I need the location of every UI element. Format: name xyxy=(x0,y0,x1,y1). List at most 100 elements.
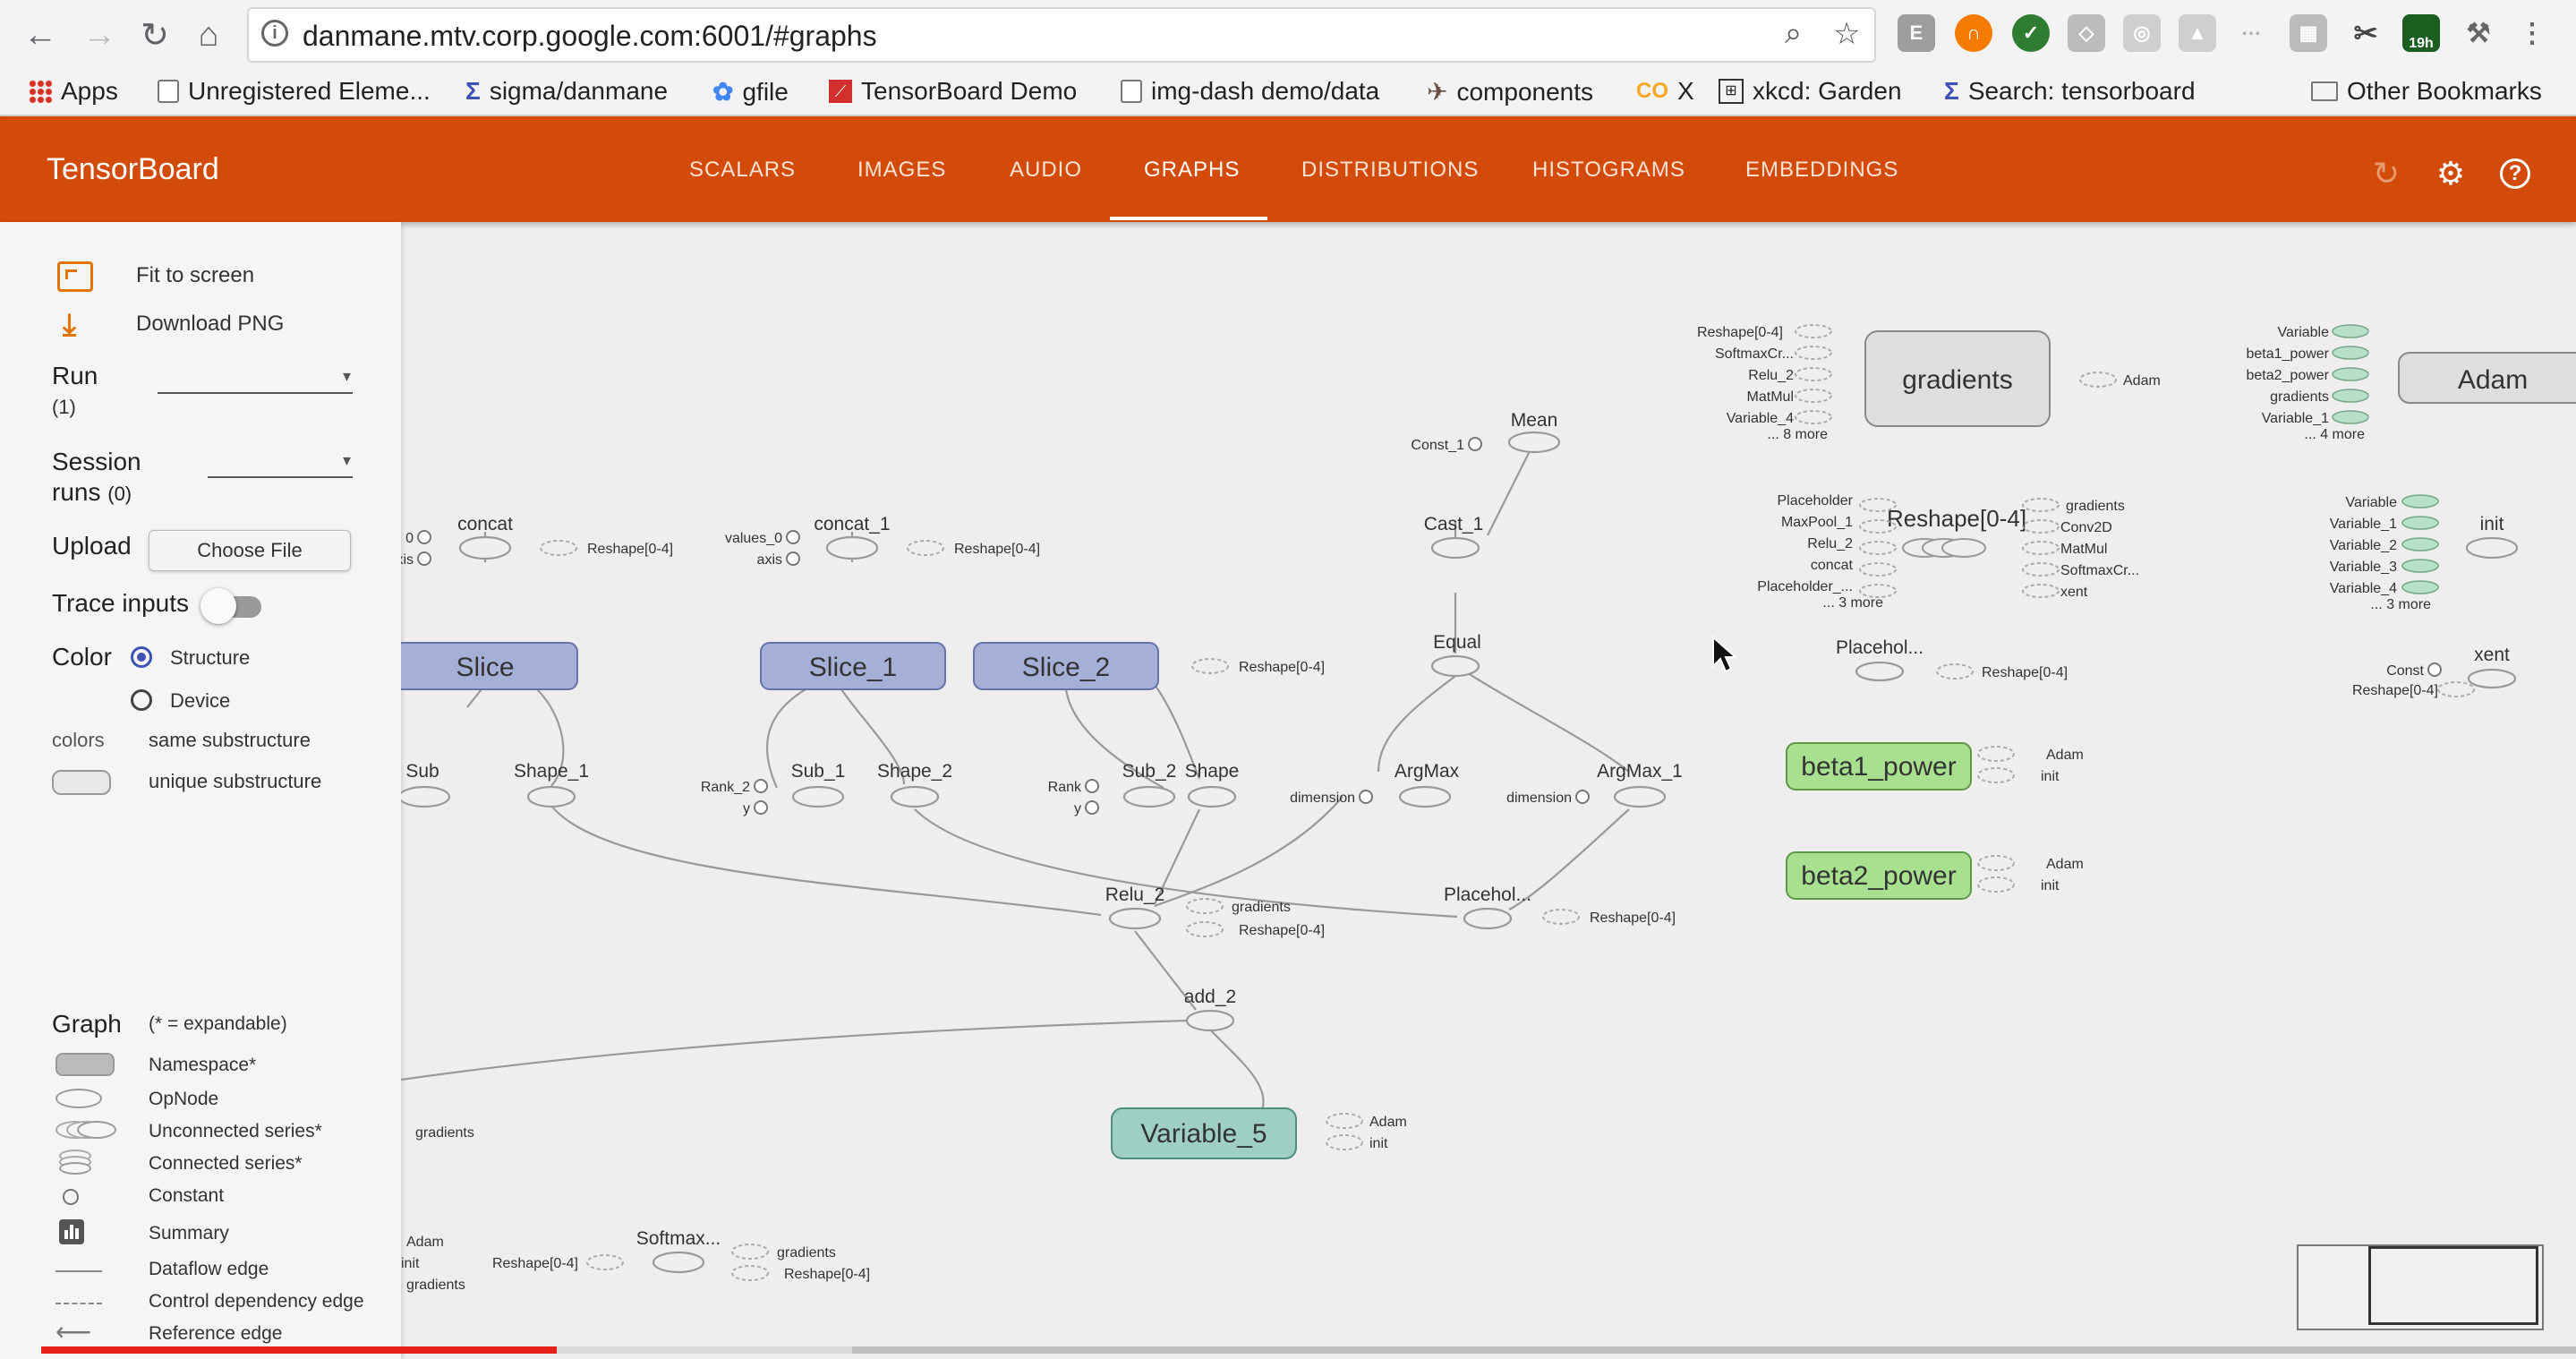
svg-text:concat_1: concat_1 xyxy=(814,514,890,534)
svg-text:Const: Const xyxy=(2386,663,2424,679)
svg-text:... 4 more: ... 4 more xyxy=(2304,427,2365,442)
expandable-note: (* = expandable) xyxy=(149,1013,287,1034)
svg-text:gradients: gradients xyxy=(406,1278,465,1293)
extension-diamond-icon[interactable]: ◇ xyxy=(2068,14,2105,52)
namespace-variable-5[interactable]: Variable_5 xyxy=(1111,1107,1297,1159)
bookmark-gfile[interactable]: ✿ gfile xyxy=(712,77,789,107)
other-bookmarks-label: Other Bookmarks xyxy=(2347,77,2542,105)
svg-text:Slice: Slice xyxy=(456,653,514,682)
structure-radio[interactable] xyxy=(131,646,152,668)
bookmark-tensorboard-demo[interactable]: ⟋ TensorBoard Demo xyxy=(829,77,1077,106)
tab-histograms[interactable]: HISTOGRAMS xyxy=(1532,158,1685,182)
tab-graphs[interactable]: GRAPHS xyxy=(1144,158,1241,182)
extension-badge: 19h xyxy=(2409,36,2434,51)
extension-orange-icon[interactable]: ∩ xyxy=(1955,14,1992,52)
choose-file-button[interactable]: Choose File xyxy=(149,530,351,571)
bookmark-x[interactable]: CO X xyxy=(1636,77,1694,106)
other-bookmarks[interactable]: Other Bookmarks xyxy=(2311,77,2542,106)
back-arrow-icon[interactable]: ← xyxy=(23,15,57,54)
tab-scalars[interactable]: SCALARS xyxy=(689,158,797,182)
fit-to-screen-icon[interactable] xyxy=(57,261,93,292)
menu-icon[interactable]: ⋮ xyxy=(2519,18,2546,48)
svg-text:Sub: Sub xyxy=(405,761,439,782)
opnode-legend-label: OpNode xyxy=(149,1089,219,1109)
forward-arrow-icon[interactable]: → xyxy=(82,15,116,54)
tab-audio[interactable]: AUDIO xyxy=(1010,158,1083,182)
svg-text:init: init xyxy=(401,1256,420,1271)
reload-icon[interactable]: ↻ xyxy=(141,16,169,55)
extension-timer-icon[interactable]: 19h xyxy=(2402,14,2440,52)
bookmark-xkcd[interactable]: ⊞ xkcd: Garden xyxy=(1719,77,1902,106)
minimap-viewport[interactable] xyxy=(2368,1246,2538,1325)
namespace-adam[interactable]: Adam xyxy=(2398,352,2576,404)
video-progress-track[interactable] xyxy=(41,1346,2576,1354)
namespace-beta2-power[interactable]: beta2_power xyxy=(1786,851,1972,900)
svg-text:Adam: Adam xyxy=(1369,1115,1407,1130)
session-runs-dropdown[interactable] xyxy=(208,449,353,478)
extension-drive-icon[interactable]: ▲ xyxy=(2179,14,2216,52)
reference-edge-legend-label: Reference edge xyxy=(149,1323,283,1344)
bookmark-label: TensorBoard Demo xyxy=(861,77,1078,105)
series-reshape[interactable]: Reshape[0-4] xyxy=(1887,505,2026,558)
tab-distributions[interactable]: DISTRIBUTIONS xyxy=(1301,158,1480,182)
svg-text:gradients: gradients xyxy=(1232,900,1291,915)
extension-wand-icon[interactable]: ⚒ xyxy=(2466,18,2491,48)
bookmark-sigma[interactable]: Σ sigma/danmane xyxy=(465,77,668,106)
run-dropdown[interactable] xyxy=(158,365,353,394)
info-icon[interactable]: i xyxy=(261,20,288,47)
svg-text:Placeholder: Placeholder xyxy=(1778,493,1854,509)
bookmark-search-tensorboard[interactable]: Σ Search: tensorboard xyxy=(1944,77,2196,106)
home-icon[interactable]: ⌂ xyxy=(198,15,219,54)
address-bar[interactable]: i danmane.mtv.corp.google.com:6001/#grap… xyxy=(247,7,1876,63)
svg-text:Variable: Variable xyxy=(2277,325,2329,340)
page-icon xyxy=(1121,80,1142,103)
svg-text:Cast_1: Cast_1 xyxy=(1424,514,1484,534)
fit-to-screen-button[interactable]: Fit to screen xyxy=(136,263,255,287)
url-text[interactable]: danmane.mtv.corp.google.com:6001/#graphs xyxy=(303,20,877,52)
bookmark-apps[interactable]: Apps xyxy=(29,77,118,106)
extension-gray-icon[interactable]: ◎ xyxy=(2123,14,2161,52)
bookmark-components[interactable]: ✈ components xyxy=(1427,77,1593,107)
upload-label: Upload xyxy=(52,532,132,560)
namespace-slice-1[interactable]: Slice_1 xyxy=(760,642,946,690)
extension-dots-icon[interactable]: ⋯ xyxy=(2241,21,2261,44)
run-count: (1) xyxy=(52,396,76,418)
adam-input-list: Variable beta1_power beta2_power gradien… xyxy=(2246,325,2365,442)
settings-gear-icon[interactable]: ⚙ xyxy=(2435,155,2466,192)
namespace-beta1-power[interactable]: beta1_power xyxy=(1786,742,1972,791)
namespace-gradients[interactable]: gradients xyxy=(1864,330,2051,427)
refresh-icon[interactable]: ↻ xyxy=(2372,155,2401,192)
svg-text:gradients: gradients xyxy=(1902,365,2012,395)
tab-embeddings[interactable]: EMBEDDINGS xyxy=(1745,158,1899,182)
namespace-slice-2[interactable]: Slice_2 xyxy=(973,642,1159,690)
device-radio[interactable] xyxy=(131,689,152,711)
svg-text:init: init xyxy=(1369,1136,1388,1151)
bookmark-star-icon[interactable]: ☆ xyxy=(1833,17,1861,51)
graph-minimap[interactable] xyxy=(2297,1244,2544,1330)
download-png-button[interactable]: Download PNG xyxy=(136,312,285,336)
extension-grid-icon[interactable]: ▦ xyxy=(2290,14,2327,52)
zoom-icon[interactable]: ⌕ xyxy=(1785,16,1803,50)
svg-text:SoftmaxCr...: SoftmaxCr... xyxy=(2060,563,2139,578)
summary-legend-icon xyxy=(59,1219,84,1244)
extension-check-icon[interactable]: ✓ xyxy=(2012,14,2050,52)
toggle-knob[interactable] xyxy=(200,588,236,624)
bookmark-label: Apps xyxy=(61,77,118,105)
extension-e-icon[interactable]: E xyxy=(1898,14,1935,52)
graph-canvas[interactable]: Slice Slice_1 Slice_2 gradients Adam Var… xyxy=(401,222,2576,1341)
svg-text:xis: xis xyxy=(401,552,414,568)
download-icon[interactable]: ⤓ xyxy=(63,308,77,342)
op-nodes[interactable] xyxy=(401,431,2519,1274)
reshape-output-list: gradients Conv2D MatMul SoftmaxCr... xen… xyxy=(2060,499,2139,600)
scissors-icon[interactable]: ✂ xyxy=(2353,17,2378,49)
namespace-slice[interactable]: Slice xyxy=(401,642,578,690)
bookmark-img-dash[interactable]: img-dash demo/data xyxy=(1121,77,1379,106)
graph-legend-title: Graph xyxy=(52,1010,122,1038)
video-progress-bar[interactable] xyxy=(41,1346,557,1354)
bookmark-unregistered[interactable]: Unregistered Eleme... xyxy=(158,77,431,106)
tab-images[interactable]: IMAGES xyxy=(857,158,947,182)
connected-series-legend-icon xyxy=(59,1150,91,1175)
help-icon[interactable]: ? xyxy=(2497,156,2533,192)
runs-word: runs xyxy=(52,478,101,506)
svg-text:Sub_2: Sub_2 xyxy=(1122,761,1177,782)
